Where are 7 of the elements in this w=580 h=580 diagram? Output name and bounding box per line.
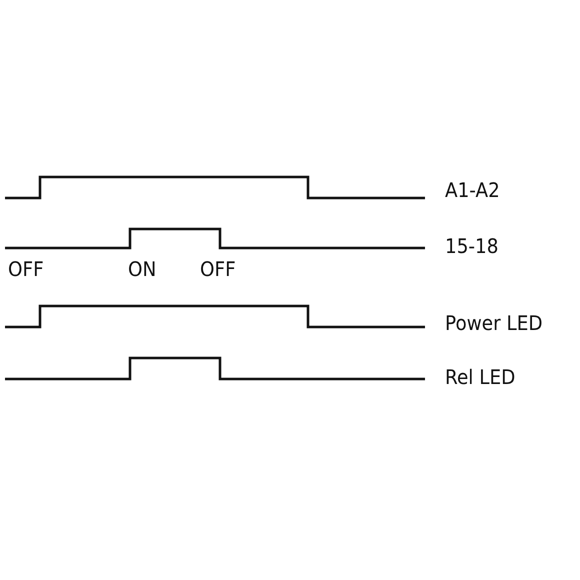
signal-label: A1-A2 bbox=[445, 180, 500, 200]
state-label: OFF bbox=[200, 259, 236, 279]
signal-label: Rel LED bbox=[445, 367, 516, 387]
signal-label: 15-18 bbox=[445, 236, 498, 256]
signal-label: Power LED bbox=[445, 313, 543, 333]
state-label: OFF bbox=[8, 259, 44, 279]
state-label: ON bbox=[128, 259, 156, 279]
